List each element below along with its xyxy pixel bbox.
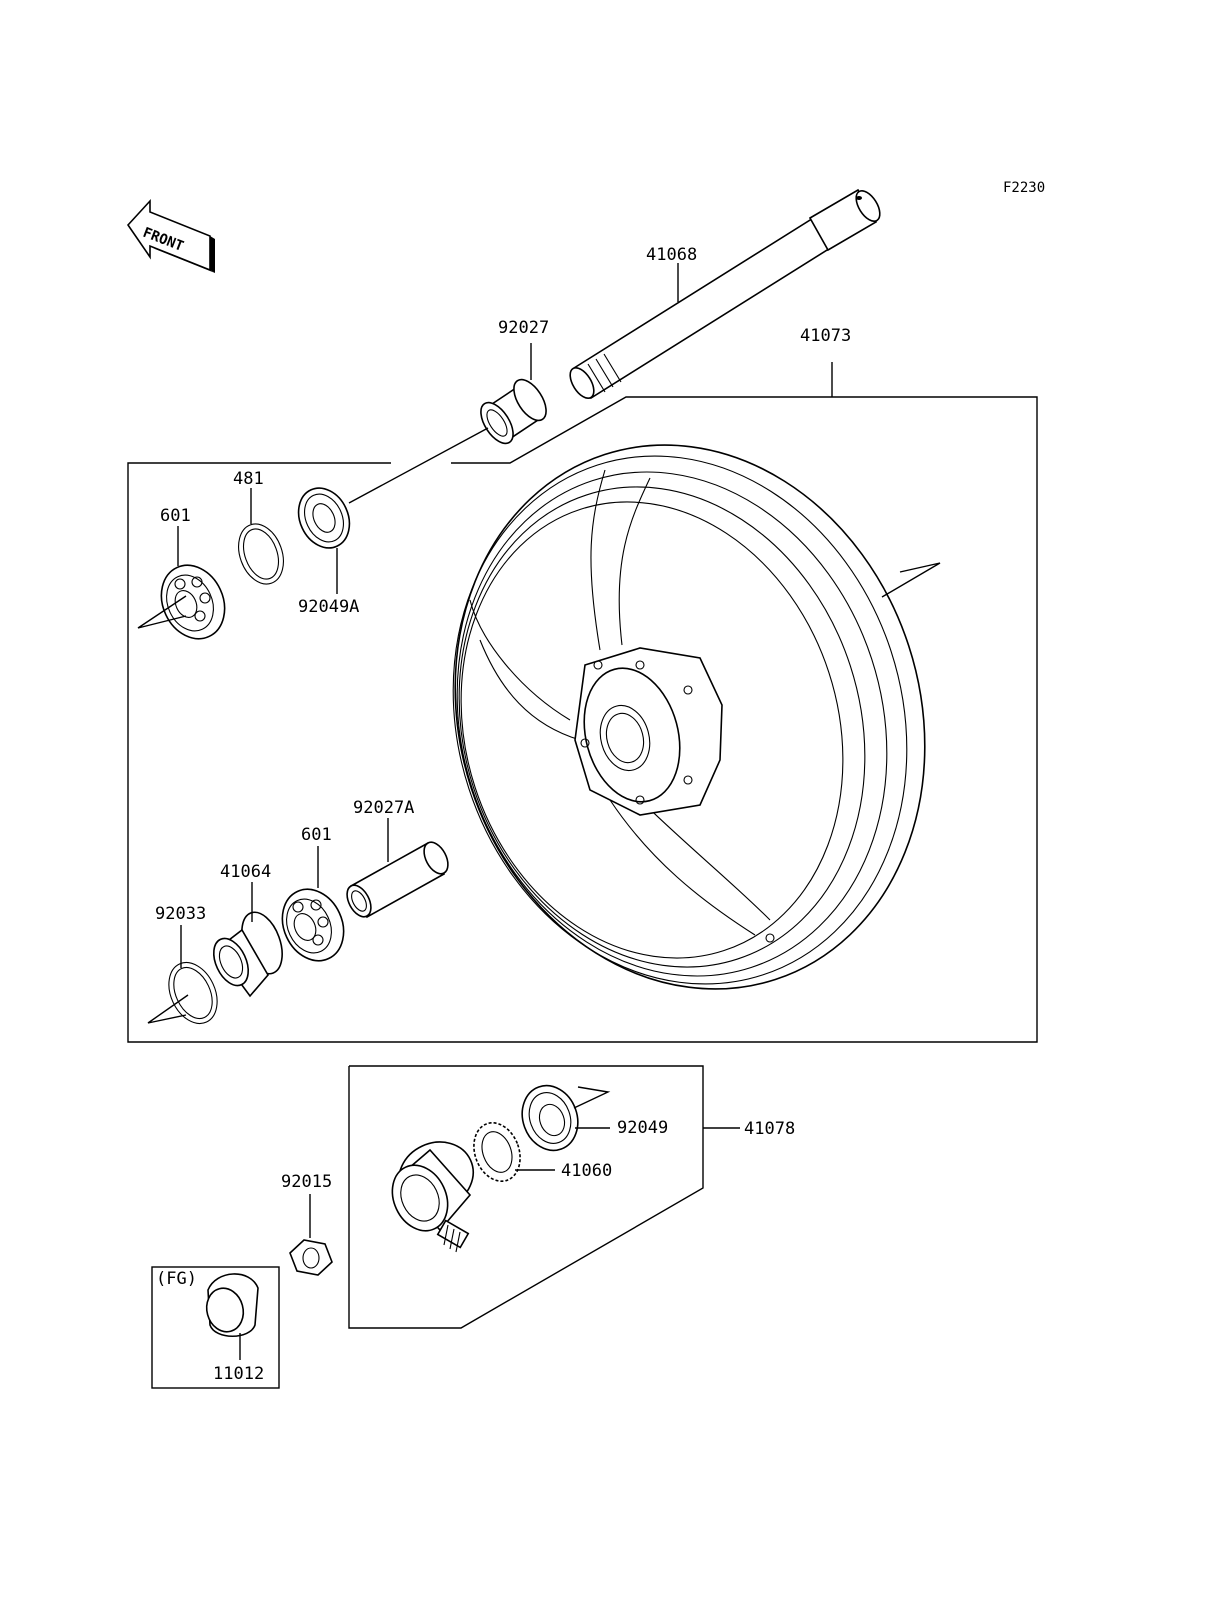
label-92027: 92027 [498, 318, 549, 338]
wheel-assembly-frame [127, 362, 1038, 1043]
speedometer-gear-41060 [473, 1122, 555, 1182]
wheel-collar-41064 [212, 882, 283, 998]
label-92027A: 92027A [353, 798, 414, 818]
fg-option-frame [151, 1266, 280, 1389]
label-92049: 92049 [617, 1118, 668, 1138]
cap-11012 [205, 1273, 259, 1360]
label-601-top: 601 [160, 506, 191, 526]
circlip-92033 [147, 925, 218, 1025]
label-92015: 92015 [281, 1172, 332, 1192]
diagram-code: F2230 [1003, 180, 1045, 196]
label-41073: 41073 [800, 326, 851, 346]
label-41068: 41068 [646, 245, 697, 265]
fg-label: (FG) [156, 1269, 197, 1289]
ball-bearing-601-left [137, 526, 226, 640]
collar-92027 [480, 343, 547, 445]
ball-bearing-601-right [281, 846, 345, 962]
speedometer-gear-housing [391, 1141, 474, 1253]
axle-guide-line [348, 427, 489, 504]
label-41064: 41064 [220, 862, 271, 882]
front-wheel [452, 444, 941, 990]
label-481: 481 [233, 469, 264, 489]
front-axle [569, 188, 881, 400]
front-direction-arrow: FRONT [126, 198, 215, 273]
collar-92027A [346, 818, 449, 919]
label-601-bottom: 601 [301, 825, 332, 845]
speedometer-gear-frame [348, 1065, 740, 1329]
circlip-481 [238, 488, 284, 585]
label-41060: 41060 [561, 1161, 612, 1181]
label-92033: 92033 [155, 904, 206, 924]
label-11012: 11012 [213, 1364, 264, 1384]
oil-seal-92049A [297, 487, 351, 594]
label-41078: 41078 [744, 1119, 795, 1139]
nut-92015 [289, 1194, 333, 1276]
label-92049A: 92049A [298, 597, 359, 617]
oil-seal-92049 [521, 1084, 611, 1152]
